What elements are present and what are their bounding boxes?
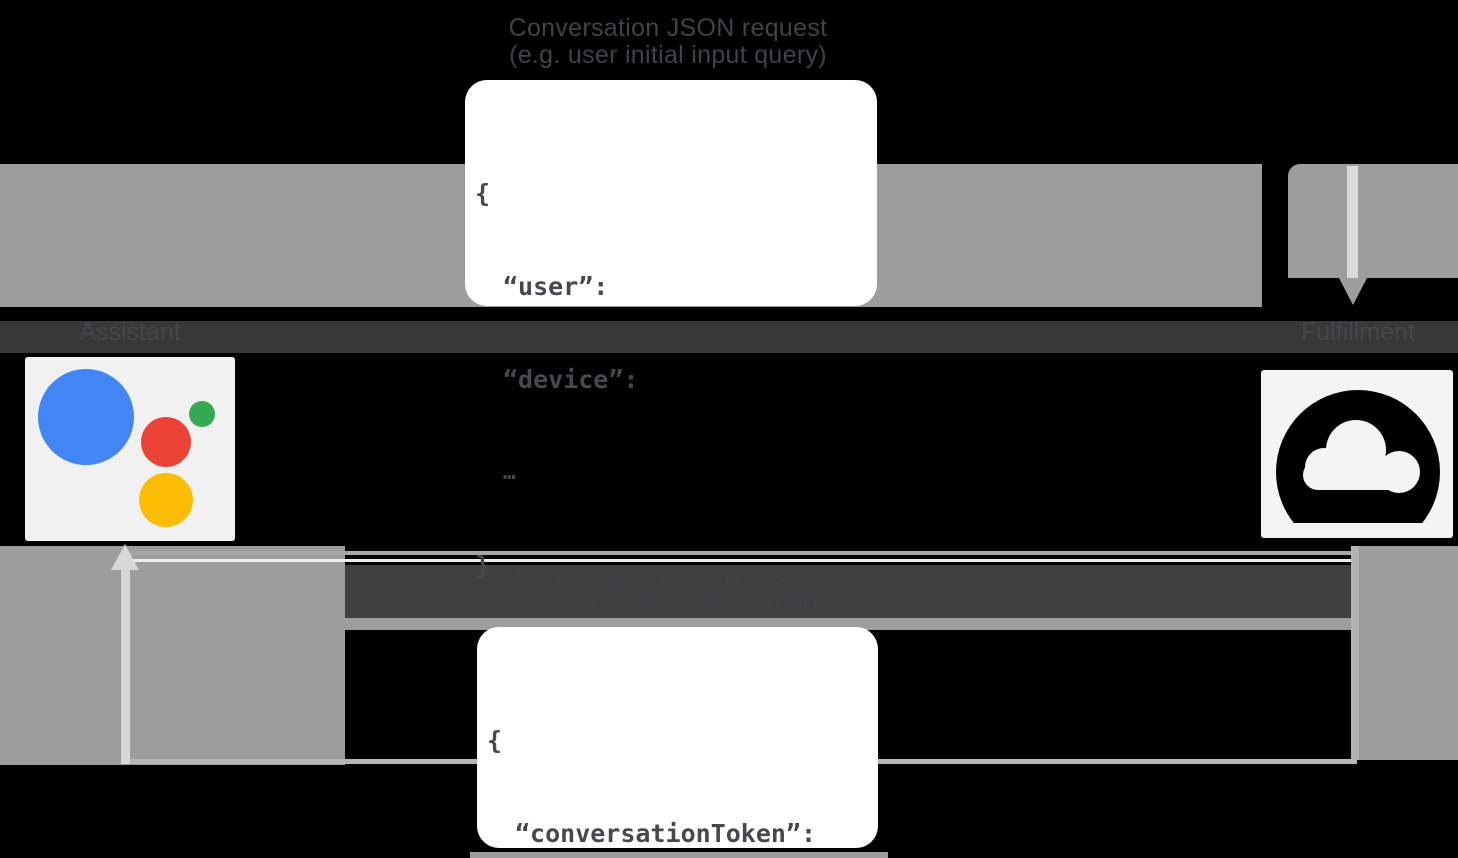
request-json-code: { “user”: “device”: … } — [475, 116, 638, 643]
request-title-line1: Conversation JSON request — [508, 14, 828, 42]
assistant-yellow-circle — [139, 473, 193, 527]
request-arrow-corner — [1288, 164, 1458, 278]
response-json-box: { “conversationToken”: “userStorage”: … … — [477, 627, 878, 848]
response-arrow-shaft-right — [1351, 546, 1359, 760]
response-band-edge-highlight — [128, 559, 1357, 562]
request-title-line2: (e.g. user initial input query) — [509, 41, 827, 69]
assistant-label: Assistant — [79, 318, 181, 346]
request-arrowhead-down-icon — [1339, 278, 1367, 305]
code-line: “user”: — [503, 272, 609, 301]
response-arrow-shaft-left — [121, 568, 130, 764]
request-title: Conversation JSON request (e.g. user ini… — [0, 15, 1336, 69]
code-line: } — [475, 551, 491, 580]
response-title-band — [345, 565, 1357, 618]
code-line: { — [487, 726, 503, 755]
fulfillment-node — [1261, 370, 1453, 538]
response-arrow-corner — [1357, 546, 1458, 760]
response-title-line1: Conversation JSON response — [515, 562, 855, 590]
response-json-code: { “conversationToken”: “userStorage”: … … — [487, 663, 816, 858]
code-line: “device”: — [503, 365, 639, 394]
response-title-line2: (e.g. user input prompt) — [551, 589, 819, 617]
cloud-icon-disc — [1276, 390, 1440, 523]
code-line: … — [503, 460, 516, 484]
cloud-icon — [1276, 390, 1440, 523]
code-line: “conversationToken”: — [515, 819, 817, 848]
assistant-red-circle — [141, 417, 191, 467]
request-arrow-shaft — [1347, 166, 1358, 278]
assistant-blue-circle — [38, 369, 134, 465]
fulfillment-label: Fulfillment — [1301, 318, 1415, 346]
request-json-box: { “user”: “device”: … } — [465, 80, 877, 580]
node-label-band — [0, 321, 1458, 353]
response-arrowhead-up-icon — [111, 544, 139, 570]
bottom-edge-bar — [470, 852, 888, 858]
cloud-base — [1303, 460, 1416, 490]
assistant-node — [25, 357, 235, 541]
response-title: Conversation JSON response (e.g. user in… — [0, 563, 1370, 617]
code-line: { — [475, 179, 491, 208]
response-arrow-band — [0, 546, 345, 765]
assistant-green-circle — [189, 401, 215, 427]
response-band-edge-line — [128, 551, 1357, 555]
